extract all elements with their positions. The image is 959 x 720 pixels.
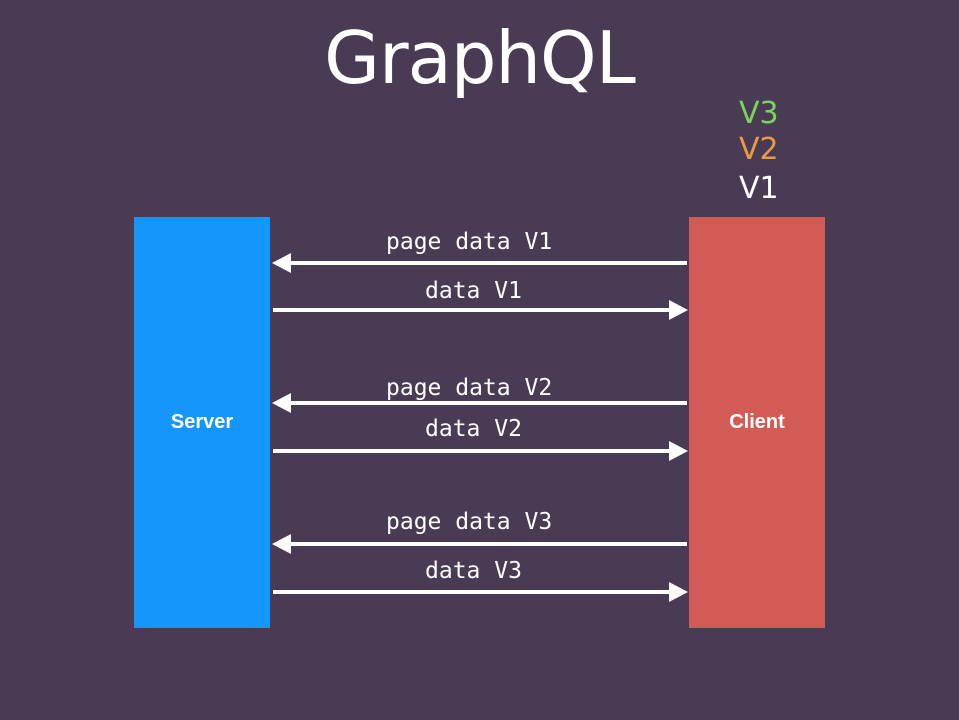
message-label-page-data-v1: page data V1	[386, 229, 553, 255]
arrow-page-data-v3	[272, 534, 687, 554]
arrow-page-data-v1	[272, 253, 687, 273]
version-label-v3: V3	[739, 96, 779, 131]
client-label: Client	[729, 411, 785, 433]
server-box: Server	[134, 217, 270, 628]
message-label-data-v3: data V3	[425, 558, 522, 584]
version-label-v1: V1	[739, 171, 779, 206]
arrow-data-v2	[273, 441, 688, 461]
arrow-data-v3	[273, 582, 688, 602]
message-label-page-data-v2: page data V2	[386, 375, 553, 401]
message-label-data-v2: data V2	[425, 416, 522, 442]
version-label-v2: V2	[739, 132, 779, 167]
message-label-data-v1: data V1	[425, 278, 522, 304]
slide-title: GraphQL	[324, 16, 636, 100]
server-label: Server	[170, 411, 234, 433]
arrow-data-v1	[273, 300, 688, 320]
message-label-page-data-v3: page data V3	[386, 509, 553, 535]
arrow-page-data-v2	[272, 393, 687, 413]
client-box: Client	[689, 217, 825, 628]
